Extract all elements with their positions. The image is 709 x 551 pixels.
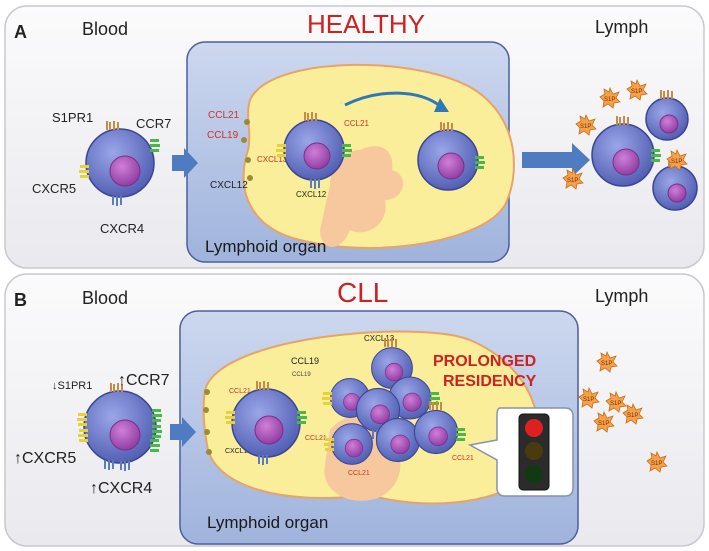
panel-a-title: HEALTHY xyxy=(307,9,425,39)
label-ccl21-b-mid: CCL21 xyxy=(305,435,327,442)
label-ccl21-b-left: CCL21 xyxy=(229,388,251,395)
s1p-label: S1P xyxy=(583,397,594,403)
s1p-label: S1P xyxy=(610,401,621,407)
label-ccl19-a: CCL19 xyxy=(207,130,239,141)
label-s1pr1-b: ↓S1PR1 xyxy=(52,380,92,392)
panel-a-lymph-label: Lymph xyxy=(595,17,648,37)
panel-b-title: CLL xyxy=(337,277,388,308)
label-cxcl13-b: CXCL13 xyxy=(364,334,395,343)
chemokine-dot xyxy=(206,449,212,455)
label-ccl21-a: CCL21 xyxy=(208,110,240,121)
panel-a-lymph-cell-1 xyxy=(591,116,661,187)
panel-b-organ-cell-entry xyxy=(225,381,307,465)
s1p-label: S1P xyxy=(627,413,638,419)
label-ccl19-b-small: CCL19 xyxy=(292,372,311,378)
chemokine-dot xyxy=(204,429,210,435)
label-s1pr1-a: S1PR1 xyxy=(52,110,93,125)
s1p-label: S1P xyxy=(631,89,642,95)
panel-b-letter: B xyxy=(14,290,27,310)
panel-b-blood-label: Blood xyxy=(82,288,128,308)
panel-a-lymph-cell-2 xyxy=(645,90,689,141)
s1p-label: S1P xyxy=(580,124,591,130)
chemokine-dot xyxy=(204,389,210,395)
label-cxcl12-cell-a: CXCL12 xyxy=(296,190,327,199)
traffic-light-amber-icon xyxy=(525,442,543,460)
panel-a-medulla xyxy=(320,146,404,247)
label-ccl19-b: CCL19 xyxy=(291,356,319,366)
label-ccr7-b: ↑CCR7 xyxy=(118,372,170,389)
chemokine-dot xyxy=(241,137,247,143)
traffic-light-green-icon xyxy=(525,465,543,483)
label-cxcl12-b: CXCL12 xyxy=(225,448,252,455)
label-cxcl13-a: CXCL13 xyxy=(257,155,288,164)
residency-line-2: RESIDENCY xyxy=(443,373,537,390)
label-cxcr5-b: ↑CXCR5 xyxy=(14,450,76,467)
s1p-label: S1P xyxy=(601,361,612,367)
chemokine-dot xyxy=(203,407,209,413)
panel-a-blood-cell xyxy=(79,121,160,206)
panel-a-organ-label: Lymphoid organ xyxy=(205,237,326,256)
label-cxcr4-a: CXCR4 xyxy=(100,221,144,236)
s1p-label: S1P xyxy=(567,178,578,184)
label-ccr7-a: CCR7 xyxy=(136,116,171,131)
s1p-label: S1P xyxy=(651,461,662,467)
panel-a-exit-arrow xyxy=(522,143,590,177)
label-ccl21-cell-a: CCL21 xyxy=(344,119,369,128)
traffic-light-red-icon xyxy=(525,419,543,437)
panel-b-blood-cell xyxy=(77,383,162,471)
panel-a-migration-arrowhead xyxy=(434,98,449,112)
residency-line-1: PROLONGED xyxy=(433,353,536,370)
chemokine-dot xyxy=(244,119,250,125)
s1p-label: S1P xyxy=(604,97,615,103)
panel-a-entry-arrow xyxy=(172,148,198,178)
panel-a-blood-label: Blood xyxy=(82,19,128,39)
panel-b-lymph-label: Lymph xyxy=(595,286,648,306)
s1p-label: S1P xyxy=(598,421,609,427)
label-cxcr5-a: CXCR5 xyxy=(32,181,76,196)
panel-b-entry-arrow xyxy=(170,417,196,447)
label-cxcl12-a: CXCL12 xyxy=(210,180,248,191)
label-ccl21-b-bot: CCL21 xyxy=(348,470,370,477)
label-ccl21-b-right: CCL21 xyxy=(452,455,474,462)
panel-a-letter: A xyxy=(14,22,27,42)
chemokine-dot xyxy=(245,157,251,163)
s1p-label: S1P xyxy=(671,159,682,165)
panel-a-migration-arrow xyxy=(344,91,441,108)
chemokine-dot xyxy=(247,175,253,181)
panel-b-organ-label: Lymphoid organ xyxy=(207,513,328,532)
label-cxcr4-b: ↑CXCR4 xyxy=(90,480,152,497)
